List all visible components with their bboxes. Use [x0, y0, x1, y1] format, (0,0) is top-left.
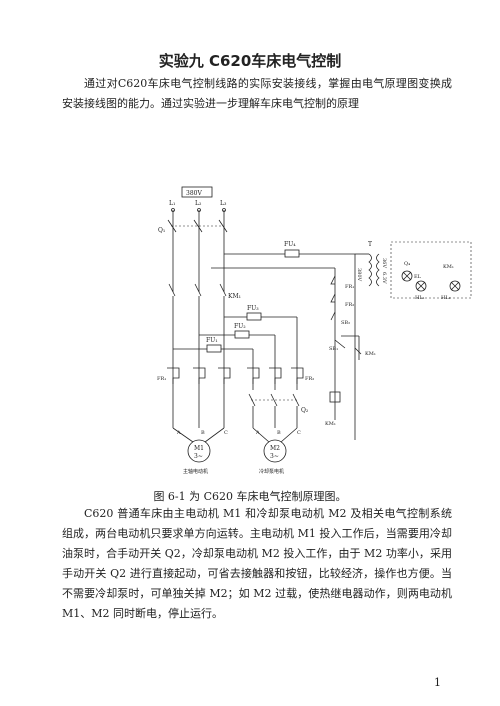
transformer-tap-36v: 36V — [381, 258, 387, 268]
transformer-tap-6v: 6.3V — [381, 272, 387, 284]
fuse-fu1-label: FU₁ — [206, 337, 218, 344]
switch-q2-label: Q₂ — [301, 407, 309, 414]
lamp-el-icon — [401, 270, 413, 282]
motor-m1-name: M1 — [194, 445, 204, 452]
lamp-switch-label: Q₄ — [404, 261, 410, 267]
fuse-fu3-label: FU₃ — [247, 305, 259, 312]
motor-m1-caption: 主轴电动机 — [183, 468, 208, 475]
control-sb2-label: SB₂ — [341, 320, 350, 326]
page-number: 1 — [434, 676, 441, 689]
voltage-label: 380V — [186, 190, 202, 197]
lamp-hl1-label: HL₁ — [415, 295, 425, 301]
transformer-secondary — [376, 253, 380, 287]
motor-m2-type: 3~ — [270, 453, 279, 460]
motor-m1 — [187, 439, 211, 463]
fuse-fu4-label: FU₄ — [284, 241, 296, 248]
lamp-hl1-icon — [415, 280, 427, 292]
transformer-primary — [368, 253, 372, 287]
motor-m1-type: 3~ — [194, 453, 203, 460]
circuit-diagram: 380V L₁ L₂ L₃ Q₁ FU₄ KM₁ — [157, 186, 472, 475]
control-fr2-label: FR₂ — [345, 302, 354, 308]
km1-aux-label: KM₁ — [365, 351, 376, 357]
control-fr1-label: FR₁ — [345, 284, 354, 290]
transformer-label: T — [368, 241, 372, 248]
m1-terminal-b: B — [201, 430, 205, 436]
motor-m2-caption: 冷却泵电机 — [259, 468, 284, 475]
intro-paragraph: 通过对C620车床电气控制线路的实际安装接线，掌握由电气原理图变换成安装接线图的… — [62, 77, 452, 110]
motor-m2-name: M2 — [270, 445, 280, 452]
switch-q1-label: Q₁ — [158, 227, 165, 234]
thermal-fr2-label: FR₂ — [305, 376, 314, 382]
transformer-tap-primary: 380V — [356, 268, 362, 282]
lamp-hl2-icon — [449, 280, 461, 292]
phase-label-l1: L₁ — [169, 200, 175, 207]
control-sb1-label: SB₁ — [329, 346, 338, 352]
km1-coil — [329, 391, 341, 403]
m1-terminal-a: A — [176, 430, 181, 436]
fuse-fu3 — [246, 312, 262, 321]
m2-terminal-a: A — [255, 430, 260, 436]
motor-m2 — [263, 439, 287, 463]
lighting-box — [390, 241, 472, 299]
m2-terminal-c: C — [297, 430, 301, 436]
body-paragraph: C620 普通车床由主电动机 M1 和冷却泵电动机 M2 及相关电气控制系统组成… — [62, 507, 452, 620]
fuse-fu1 — [206, 344, 222, 353]
phase-label-l3: L₃ — [220, 200, 227, 207]
page-title: 实验九 C620车床电气控制 — [158, 52, 342, 70]
m2-terminal-b: B — [277, 430, 281, 436]
phase-label-l2: L₂ — [195, 200, 202, 207]
thermal-fr1-label: FR₁ — [157, 376, 166, 382]
m1-terminal-c: C — [224, 430, 228, 436]
fuse-fu4 — [284, 249, 300, 258]
km1-main-label: KM₁ — [228, 293, 241, 300]
fuse-fu2 — [234, 330, 250, 339]
fuse-fu2-label: FU₂ — [234, 323, 246, 330]
km1-coil-label: KM₁ — [325, 421, 336, 427]
lamp-hl2-label: HL₂ — [441, 295, 451, 301]
voltage-box — [181, 186, 213, 198]
figure-caption: 图 6-1 为 C620 车床电气控制原理图。 — [153, 490, 347, 503]
km1-lamp-label: KM₁ — [443, 264, 454, 270]
lamp-el-label: EL — [414, 274, 422, 280]
